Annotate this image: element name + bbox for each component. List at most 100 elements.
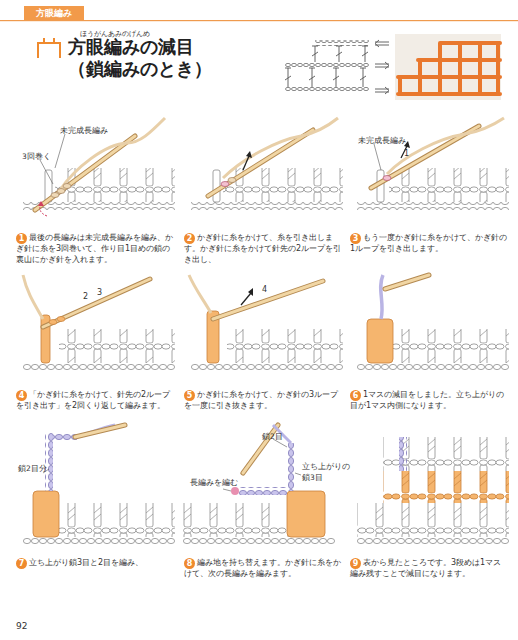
swatch-photo bbox=[395, 34, 501, 100]
leader-line bbox=[55, 134, 65, 168]
furigana: ほうがんあみのげんめ bbox=[80, 30, 150, 39]
yarn-wrap bbox=[228, 178, 236, 183]
step-caption: 1マスの減目をしました。立ち上がりの目が1マス内側になります。 bbox=[350, 389, 508, 411]
step-illustration bbox=[357, 437, 509, 545]
leader-line bbox=[40, 160, 53, 184]
part-label: 鎖2目 bbox=[262, 432, 283, 443]
mesh-row bbox=[183, 503, 293, 537]
worked-stitch bbox=[367, 319, 393, 363]
chart-chain-row bbox=[285, 62, 369, 68]
step-illustration bbox=[23, 275, 175, 371]
yarn-wrap bbox=[63, 184, 71, 189]
step-number-text: 1 bbox=[16, 233, 27, 244]
stitch-chart bbox=[285, 40, 389, 94]
arrow-head bbox=[38, 201, 44, 206]
row-direction-arrow bbox=[375, 40, 389, 47]
part-label: 未完成長編み bbox=[60, 126, 108, 137]
yarn bbox=[387, 118, 504, 174]
section-tab: 方眼編み bbox=[24, 6, 84, 20]
step-number-text: 8 bbox=[184, 558, 195, 569]
mesh-row bbox=[59, 503, 175, 537]
step-caption: 「かぎ針に糸をかけて、針先の2ループを引き出す」を2回くり返して編みます。 bbox=[16, 389, 174, 411]
mesh-row bbox=[389, 168, 509, 202]
step-caption: もう一度かぎ針に糸をかけて、かぎ針の1ループを引き出します。 bbox=[350, 232, 508, 254]
step-illustration bbox=[23, 425, 175, 545]
worked-row bbox=[383, 471, 509, 503]
step-caption: 編み地を持ち替えます。かぎ針に糸をかけて、次の長編みを編みます。 bbox=[184, 557, 342, 579]
step-number: 1 bbox=[16, 233, 27, 244]
row-direction-arrow bbox=[375, 62, 389, 69]
header-rule bbox=[0, 20, 518, 21]
step-number: 9 bbox=[350, 558, 361, 569]
section-name: 方眼編み bbox=[24, 6, 84, 20]
yarn bbox=[381, 275, 383, 319]
step-caption: かぎ針に糸をかけて、糸を引き出します。かぎ針に糸をかけて針先の2ループを引き出し… bbox=[184, 232, 342, 265]
step-illustration bbox=[183, 425, 335, 545]
yarn bbox=[189, 275, 211, 313]
foundation-chain bbox=[191, 202, 343, 210]
chain-2 bbox=[239, 487, 287, 495]
turning-chain bbox=[399, 437, 407, 471]
step-number: 7 bbox=[16, 558, 27, 569]
mesh-row bbox=[383, 437, 509, 471]
step-number-text: 9 bbox=[350, 558, 361, 569]
mesh-row bbox=[357, 503, 509, 537]
insert-point bbox=[231, 487, 239, 495]
part-label: 未完成長編み bbox=[358, 136, 406, 147]
title-icon bbox=[38, 38, 60, 58]
step-illustration bbox=[357, 275, 509, 371]
hook bbox=[208, 130, 313, 196]
hook bbox=[208, 130, 313, 196]
hook bbox=[35, 136, 135, 210]
yarn-wrap bbox=[51, 193, 59, 198]
foundation-chain bbox=[357, 363, 509, 371]
chart-dc-symbols bbox=[285, 68, 366, 87]
hook bbox=[385, 275, 429, 289]
step-caption: かぎ針に糸をかけて、かぎ針の3ループを一度に引き抜きます。 bbox=[184, 389, 342, 411]
hook bbox=[213, 281, 323, 319]
step-illustration bbox=[191, 118, 343, 210]
step-number: 4 bbox=[16, 390, 27, 401]
step-caption: 表から見たところです。3段めは1マス編み残すことで減目になります。 bbox=[350, 557, 508, 579]
callout-number: 2 bbox=[83, 291, 88, 302]
page-title: 方眼編みの減目 （鎖編みのとき） bbox=[68, 36, 253, 80]
arrow-head bbox=[248, 288, 253, 296]
foundation-chain bbox=[23, 363, 175, 371]
loop bbox=[49, 320, 57, 325]
hook bbox=[213, 281, 323, 319]
step-circle-shape bbox=[350, 233, 361, 244]
step-number: 5 bbox=[184, 390, 195, 401]
loop bbox=[221, 182, 229, 187]
step-illustration bbox=[23, 118, 175, 216]
step-circle-shape bbox=[16, 390, 27, 401]
step-caption: 最後の長編みは未完成長編みを編み、かぎ針に糸を3回巻いて、作り目1目めの鎖の裏山… bbox=[16, 232, 174, 265]
step-circle-shape bbox=[184, 233, 195, 244]
step-number-text: 4 bbox=[16, 390, 27, 401]
photo-background bbox=[395, 34, 501, 100]
step-number-text: 5 bbox=[184, 390, 195, 401]
foundation-chain bbox=[23, 537, 175, 545]
crochet-mesh bbox=[398, 43, 500, 94]
worked-stitch bbox=[287, 491, 325, 537]
step-number: 3 bbox=[350, 233, 361, 244]
page-number: 92 bbox=[16, 620, 27, 633]
chart-dc-symbols bbox=[312, 46, 368, 62]
unfinished-dc bbox=[213, 170, 220, 202]
loop bbox=[57, 317, 65, 322]
step-circle-shape bbox=[184, 390, 195, 401]
step-illustration bbox=[189, 275, 343, 371]
hook bbox=[35, 136, 135, 210]
part-label: 長編みを編む bbox=[190, 478, 238, 489]
loop bbox=[383, 176, 391, 181]
yarn bbox=[23, 275, 43, 319]
callout-number: 4 bbox=[262, 284, 267, 295]
direction-arrow bbox=[241, 293, 251, 305]
step-caption: 立ち上がり鎖3目と2目を編み、 bbox=[16, 557, 174, 568]
callout-number: 3 bbox=[97, 287, 102, 298]
callout-number: 1 bbox=[404, 148, 409, 159]
part-label: 立ち上がりの 鎖3目 bbox=[302, 462, 350, 483]
part-label: 3回巻く bbox=[22, 152, 51, 163]
step-illustration bbox=[357, 118, 509, 210]
